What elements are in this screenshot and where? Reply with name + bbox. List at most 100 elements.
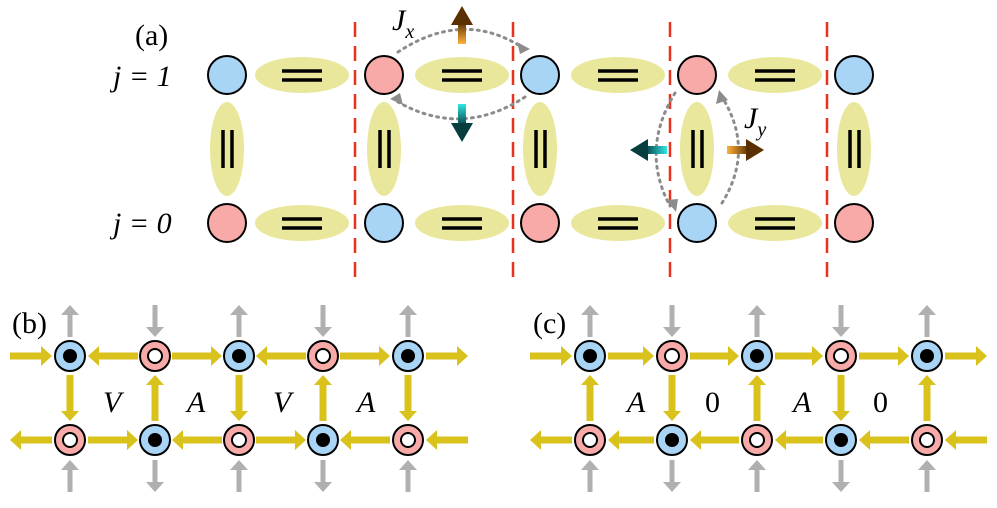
gray-arrow-down [663, 460, 681, 492]
flux-arrow-vertical [61, 375, 79, 421]
flux-arrow-horizontal [426, 430, 468, 450]
gray-arrow-down [663, 305, 681, 337]
dimer-vertical [837, 102, 871, 196]
site-blue [207, 55, 247, 95]
panel-c-sites [574, 340, 943, 456]
site-pink-open-only [307, 340, 339, 372]
flux-arrow-vertical [748, 375, 766, 421]
site-pink [834, 203, 874, 243]
site-blue-filled [911, 340, 943, 372]
site-pink [677, 55, 717, 95]
flux-arrow-horizontal [530, 430, 572, 450]
gray-arrow-up [581, 305, 599, 337]
panel-b: (b) V A V A [10, 305, 468, 492]
site-blue-filled [223, 340, 255, 372]
gray-arrow-down [314, 460, 332, 492]
flux-arrow-horizontal [88, 346, 138, 366]
site-pink-open [825, 340, 857, 372]
dimer-horizontal [571, 57, 665, 93]
site-blue-filled [825, 424, 857, 456]
gray-arrow-down [146, 305, 164, 337]
dimers-bottom-row [255, 205, 822, 241]
gray-arrow-up [399, 305, 417, 337]
dimer-horizontal [415, 57, 509, 93]
panel-a-label: (a) [135, 19, 168, 52]
flux-arrow-horizontal [172, 430, 222, 450]
jy-teal-left-arrow [630, 139, 667, 161]
flux-arrow-horizontal [690, 346, 739, 366]
dimers-vertical [210, 102, 871, 196]
plaquette-label: V [273, 386, 295, 419]
flux-arrow-horizontal [426, 346, 468, 366]
panel-c-label: (c) [533, 307, 566, 340]
site-pink [364, 55, 404, 95]
dimer-horizontal [728, 57, 822, 93]
jx-label: Jx [392, 4, 414, 43]
dimer-vertical [680, 102, 714, 196]
gray-arrow-up [748, 305, 766, 337]
panel-b-arrows [10, 305, 468, 492]
flux-arrow-vertical [230, 375, 248, 421]
plaquette-label: A [791, 386, 812, 419]
lattice-sites [207, 55, 874, 243]
site-blue [364, 203, 404, 243]
row-label-j1: j = 1 [109, 60, 172, 93]
site-pink-open [656, 340, 688, 372]
panel-b-label: (b) [12, 307, 47, 340]
dimers-top-row [255, 57, 822, 93]
jy-orange-right-arrow [727, 139, 764, 161]
flux-arrow-vertical [832, 375, 850, 421]
dimer-vertical [367, 102, 401, 196]
jx-upper-arc [396, 28, 522, 54]
flux-arrow-horizontal [775, 430, 823, 450]
cut-lines [353, 22, 829, 278]
gray-arrow-up [61, 305, 79, 337]
gray-arrow-up [918, 305, 936, 337]
plaquette-label: V [103, 386, 125, 419]
dimer-vertical [210, 102, 244, 196]
site-pink-open [139, 340, 171, 372]
jy-right-arrowhead [716, 90, 728, 104]
gray-arrow-up [918, 460, 936, 492]
flux-arrow-horizontal [608, 346, 654, 366]
site-pink-open-only [223, 424, 255, 456]
panel-c: (c) A 0 A 0 [530, 305, 987, 492]
site-pink-open [741, 424, 773, 456]
flux-arrow-horizontal [340, 430, 390, 450]
site-pink-open [54, 424, 86, 456]
jx-hopping-arcs [396, 28, 527, 121]
flux-arrow-horizontal [690, 430, 739, 450]
flux-arrow-horizontal [775, 346, 823, 366]
flux-arrow-vertical [399, 375, 417, 421]
flux-arrow-vertical [581, 375, 599, 421]
flux-arrow-vertical [146, 375, 164, 421]
site-blue [520, 55, 560, 95]
flux-arrow-vertical [918, 375, 936, 421]
flux-arrow-vertical [314, 375, 332, 421]
row-label-j0: j = 0 [109, 207, 172, 240]
panel-a: (a) j = 1 j = 0 [109, 4, 874, 278]
gray-arrow-down [314, 305, 332, 337]
site-blue-filled [54, 340, 86, 372]
flux-arrow-horizontal [859, 430, 909, 450]
flux-arrow-horizontal [608, 430, 654, 450]
dimer-horizontal [255, 57, 349, 93]
plaquette-label: A [185, 386, 206, 419]
flux-arrow-horizontal [172, 346, 222, 366]
gray-arrow-down [832, 305, 850, 337]
gray-arrow-up [230, 305, 248, 337]
jx-teal-down-arrow [451, 104, 473, 142]
site-pink-open [911, 424, 943, 456]
plaquette-label: 0 [873, 386, 888, 419]
site-blue-filled [574, 340, 606, 372]
gray-arrow-up [748, 460, 766, 492]
flux-arrow-horizontal [10, 346, 52, 366]
gray-arrow-down [832, 460, 850, 492]
plaquette-label: A [355, 386, 376, 419]
flux-arrow-horizontal [256, 346, 306, 366]
panel-c-arrows [530, 305, 987, 492]
dimer-horizontal [728, 205, 822, 241]
site-pink-open [392, 424, 424, 456]
flux-arrow-horizontal [10, 430, 52, 450]
gray-arrow-up [581, 460, 599, 492]
